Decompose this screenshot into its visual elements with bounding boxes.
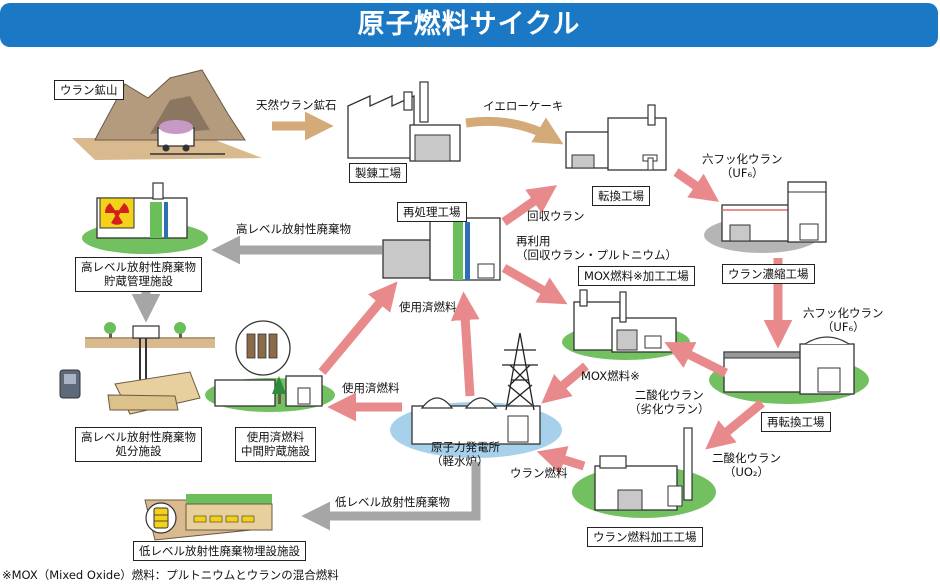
fuel-fabrication-building — [594, 427, 693, 511]
power-plant-label: 原子力発電所 （軽水炉） — [431, 440, 500, 469]
title-bar: 原子燃料サイクル — [0, 3, 938, 47]
mox-fuel-label: MOX燃料※ — [581, 369, 640, 383]
power-plant-label-line2: （軽水炉） — [431, 454, 489, 469]
tree-icon — [104, 322, 116, 338]
reuse-label: 再利用 （回収ウラン・プルトニウム） — [516, 234, 677, 263]
uo2-label-line1: 二酸化ウラン — [712, 451, 781, 465]
conversion-building — [565, 104, 667, 171]
enriched-uf6-label: 六フッ化ウラン （UF₆） — [803, 306, 884, 335]
arrow-conversion-to-enrichment — [673, 168, 720, 202]
power-plant-label-line1: 原子力発電所 — [431, 440, 500, 454]
hlw-storage-label: 高レベル放射性廃棄物 貯蔵管理施設 — [75, 257, 202, 292]
recovered-uranium-label: 回収ウラン — [527, 209, 585, 223]
llw-flow-label: 低レベル放射性廃棄物 — [335, 495, 450, 509]
mox-building — [573, 289, 677, 353]
tree-icon — [174, 322, 186, 338]
reconversion-label: 再転換工場 — [761, 412, 831, 433]
spent-storage-label-line1: 使用済燃料 — [246, 430, 305, 444]
arrow-reprocessing-to-mox — [501, 264, 568, 305]
hlw-flow-label: 高レベル放射性廃棄物 — [236, 222, 351, 236]
radiation-trefoil-icon — [99, 197, 135, 229]
llw-disposal-label: 低レベル放射性廃棄物埋設施設 — [133, 541, 306, 562]
arrow-storage-to-reprocessing — [318, 281, 398, 375]
cart-wheel — [182, 144, 190, 152]
enriched-uf6-label-line2: （UF₆） — [821, 320, 865, 335]
depleted-uo2-label: 二酸化ウラン （劣化ウラン） — [629, 388, 710, 417]
spent-storage-building — [214, 375, 323, 407]
uf6-label-line2: （UF₆） — [720, 166, 764, 181]
uranium-fuel-label: ウラン燃料 — [510, 466, 568, 480]
llw-disposal-site — [144, 494, 273, 541]
hlw-disposal-label-line2: 処分施設 — [115, 444, 162, 459]
arrow-reconversion-to-fabrication — [705, 399, 765, 450]
fuel-cask-icon — [59, 369, 81, 399]
refinery-building — [347, 81, 461, 162]
fuel-fabrication-label: ウラン燃料加工工場 — [587, 527, 703, 548]
uo2-label: 二酸化ウラン （UO₂） — [712, 451, 781, 480]
cart-wheel — [162, 144, 170, 152]
reuse-label-line2: （回収ウラン・プルトニウム） — [516, 248, 677, 263]
hlw-storage-label-line1: 高レベル放射性廃棄物 — [81, 260, 196, 274]
arrow-reconversion-to-mox — [664, 341, 729, 378]
hlw-storage-label-line2: 貯蔵管理施設 — [104, 274, 173, 289]
mox-fabrication-label: MOX燃料※加工工場 — [578, 266, 695, 287]
hlw-disposal-label-line1: 高レベル放射性廃棄物 — [81, 430, 196, 444]
power-plant-building — [411, 397, 541, 445]
arrow-yellowcake-to-conversion — [465, 116, 564, 145]
enrichment-building — [721, 181, 827, 243]
uranium-mine-label: ウラン鉱山 — [54, 80, 124, 101]
depleted-uo2-label-line2: （劣化ウラン） — [629, 402, 710, 417]
natural-uranium-ore-label: 天然ウラン鉱石 — [256, 98, 337, 112]
hlw-disposal-label: 高レベル放射性廃棄物 処分施設 — [75, 427, 202, 462]
spent-fuel-to-storage-label: 使用済燃料 — [342, 381, 400, 395]
arrow-plant-to-reprocessing — [450, 291, 480, 397]
footnote: ※MOX（Mixed Oxide）燃料：プルトニウムとウランの混合燃料 — [2, 568, 339, 582]
enriched-uf6-label-line1: 六フッ化ウラン — [803, 306, 884, 320]
arrow-fabrication-to-plant — [536, 446, 586, 474]
enrichment-label: ウラン濃縮工場 — [722, 264, 815, 285]
uo2-label-line2: （UO₂） — [723, 465, 770, 480]
power-pylon-icon — [502, 332, 538, 411]
spent-fuel-to-reprocessing-label: 使用済燃料 — [399, 300, 457, 314]
conversion-label: 転換工場 — [592, 186, 650, 207]
uf6-label: 六フッ化ウラン （UF₆） — [702, 152, 783, 181]
depleted-uo2-label-line1: 二酸化ウラン — [634, 388, 704, 402]
reprocessing-label: 再処理工場 — [397, 202, 467, 223]
fuel-cask-icon — [235, 320, 291, 376]
yellowcake-label: イエローケーキ — [483, 99, 564, 113]
reuse-label-line1: 再利用 — [516, 234, 551, 248]
spent-storage-label-line2: 中間貯蔵施設 — [241, 444, 310, 459]
arrow-reprocessing-to-conversion — [501, 185, 558, 226]
tree-icon — [272, 376, 286, 404]
reprocessing-building — [382, 217, 501, 281]
page-title: 原子燃料サイクル — [357, 9, 581, 40]
arrow-llw-to-disposal — [301, 462, 481, 531]
uf6-label-line1: 六フッ化ウラン — [702, 152, 783, 166]
hlw-disposal-site — [85, 325, 215, 415]
refinery-label: 製錬工場 — [349, 163, 407, 184]
spent-storage-label: 使用済燃料 中間貯蔵施設 — [235, 427, 316, 462]
ore-pile — [159, 120, 193, 134]
reconversion-building — [723, 336, 855, 395]
waste-drum-icon — [145, 502, 177, 534]
arrow-mox-to-plant — [541, 362, 589, 404]
